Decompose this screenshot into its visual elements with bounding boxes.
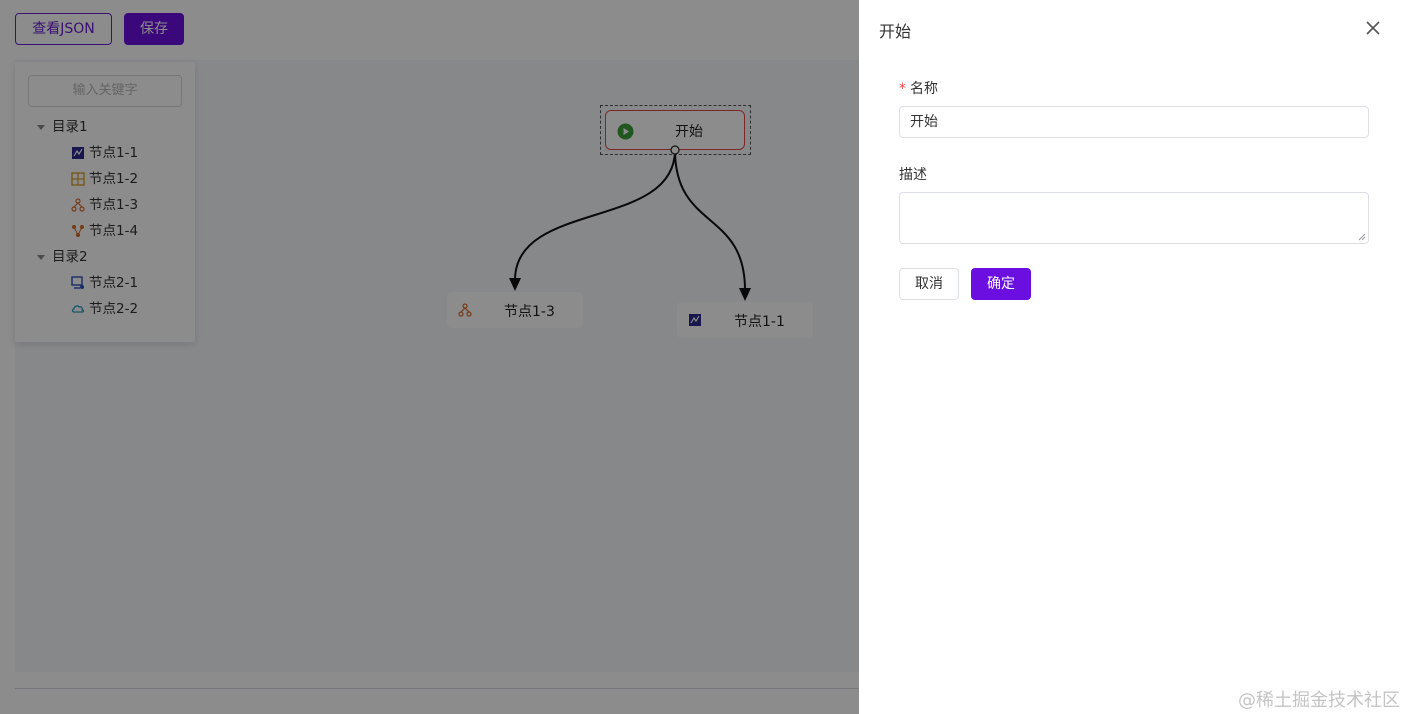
watermark: @稀土掘金技术社区	[1238, 690, 1400, 711]
flow-node-label: 节点1-3	[504, 304, 555, 320]
flow-edges	[509, 149, 751, 301]
flow-node-1-3[interactable]: 节点1-3	[447, 292, 583, 328]
tree-item-node-1-4[interactable]: 节点1-4	[89, 223, 139, 239]
start-node[interactable]: 开始	[605, 110, 745, 150]
play-icon	[617, 123, 634, 140]
tree-item-node-1-3[interactable]: 节点1-3	[89, 197, 139, 213]
network-icon	[72, 225, 84, 237]
horizontal-scrollbar[interactable]	[15, 688, 860, 689]
drawer-title: 开始	[879, 22, 912, 41]
start-node-label: 开始	[675, 124, 703, 140]
description-textarea[interactable]	[899, 192, 1369, 244]
view-json-button[interactable]: 查看JSON	[15, 13, 112, 45]
confirm-button[interactable]: 确定	[971, 268, 1031, 300]
resize-handle-icon[interactable]	[1358, 233, 1366, 241]
chart-icon	[689, 314, 701, 326]
tree-item-node-2-2[interactable]: 节点2-2	[89, 301, 139, 317]
flow-icon	[71, 276, 84, 289]
cancel-button[interactable]: 取消	[899, 268, 959, 300]
name-field-label: *名称	[899, 81, 938, 97]
flow-node-1-1[interactable]: 节点1-1	[677, 302, 813, 338]
save-button[interactable]: 保存	[124, 13, 184, 45]
tree-search-input[interactable]: 输入关键字	[28, 75, 182, 107]
tree-item-node-1-1[interactable]: 节点1-1	[89, 145, 139, 161]
edge-start-to-node-1-1	[674, 149, 746, 291]
flow-node-label: 节点1-1	[734, 314, 785, 330]
chart-icon	[72, 147, 84, 159]
arrow-head-icon	[739, 288, 751, 301]
drawer-overlay-mask[interactable]	[0, 0, 859, 714]
connection-port[interactable]	[670, 145, 680, 155]
node-tree-panel: 输入关键字 目录1 节点1-1 节点1-2 节点1-3 节点1-4 目录2 节点…	[15, 62, 195, 342]
hierarchy-icon	[71, 198, 85, 212]
node-settings-drawer: 开始 *名称 开始 描述 取消 确定	[859, 0, 1405, 714]
tree-item-node-1-2[interactable]: 节点1-2	[89, 171, 139, 187]
close-icon[interactable]	[1364, 19, 1382, 37]
cloud-icon	[71, 305, 85, 313]
tree-group-1[interactable]: 目录1	[52, 119, 88, 135]
tree-item-node-2-1[interactable]: 节点2-1	[89, 275, 139, 291]
name-input[interactable]: 开始	[899, 106, 1369, 138]
description-field-label: 描述	[899, 167, 927, 183]
caret-down-icon[interactable]	[37, 255, 45, 260]
tree-group-2[interactable]: 目录2	[52, 249, 88, 265]
edge-start-to-node-1-3	[514, 149, 676, 281]
required-mark: *	[899, 81, 906, 97]
grid-icon	[71, 172, 85, 186]
arrow-head-icon	[509, 278, 521, 291]
caret-down-icon[interactable]	[37, 125, 45, 130]
hierarchy-icon	[458, 303, 472, 317]
